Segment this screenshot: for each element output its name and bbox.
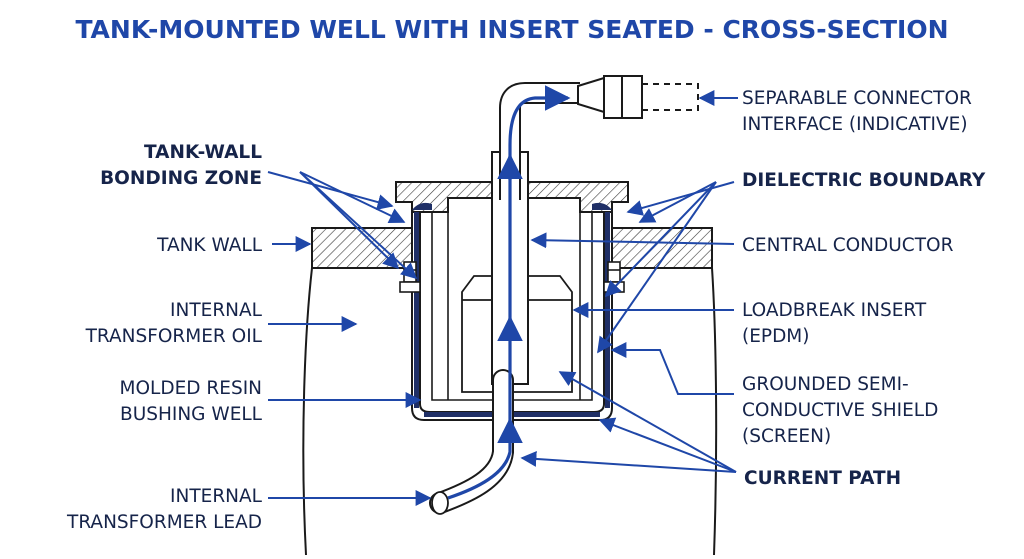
loadbreak-insert-label-line2: (EPDM) — [742, 326, 810, 347]
internal-oil-label-line1: INTERNAL — [170, 300, 263, 321]
separable-connector-label-line1: SEPARABLE CONNECTOR — [742, 88, 972, 109]
label-loadbreak-insert: LOADBREAK INSERT (EPDM) — [742, 300, 927, 347]
tank-wall-bonding-label-line1: TANK-WALL — [144, 142, 262, 163]
label-dielectric-boundary: DIELECTRIC BOUNDARY — [742, 170, 986, 191]
dielectric-boundary-label: DIELECTRIC BOUNDARY — [742, 170, 986, 191]
label-tank-wall-bonding: TANK-WALL BONDING ZONE — [100, 142, 262, 189]
grounded-shield-label-line3: (SCREEN) — [742, 426, 831, 447]
label-current-path: CURRENT PATH — [744, 468, 901, 489]
current-path-label: CURRENT PATH — [744, 468, 901, 489]
connector-body — [577, 75, 699, 119]
label-internal-lead: INTERNAL TRANSFORMER LEAD — [66, 486, 263, 533]
label-separable-connector: SEPARABLE CONNECTOR INTERFACE (INDICATIV… — [742, 88, 972, 135]
shield-leader — [610, 342, 734, 395]
internal-lead-label-line2: TRANSFORMER LEAD — [66, 512, 262, 533]
upper-conductor-tube — [499, 82, 580, 200]
tank-wall-bonding-label-line2: BONDING ZONE — [100, 168, 262, 189]
label-grounded-shield: GROUNDED SEMI- CONDUCTIVE SHIELD (SCREEN… — [742, 374, 938, 447]
central-conductor-label: CENTRAL CONDUCTOR — [742, 235, 954, 256]
internal-lead-label-line1: INTERNAL — [170, 486, 263, 507]
grounded-shield-label-line2: CONDUCTIVE SHIELD — [742, 400, 938, 421]
tank-body — [302, 267, 718, 556]
leader-arrows — [267, 90, 738, 506]
separable-connector-label-line2: INTERFACE (INDICATIVE) — [742, 114, 968, 135]
diagram-title: TANK-MOUNTED WELL WITH INSERT SEATED - C… — [75, 15, 948, 44]
tank-wall-label: TANK WALL — [156, 235, 263, 256]
molded-resin-label-line1: MOLDED RESIN — [120, 378, 262, 399]
label-tank-wall: TANK WALL — [156, 235, 263, 256]
inner-well-liner — [447, 198, 581, 400]
current-path-flow — [447, 85, 571, 500]
loadbreak-insert-label-line1: LOADBREAK INSERT — [742, 300, 927, 321]
label-molded-resin: MOLDED RESIN BUSHING WELL — [120, 378, 263, 425]
label-internal-oil: INTERNAL TRANSFORMER OIL — [85, 300, 263, 347]
molded-resin-label-line2: BUSHING WELL — [120, 404, 263, 425]
label-central-conductor: CENTRAL CONDUCTOR — [742, 235, 954, 256]
grounded-shield-label-line1: GROUNDED SEMI- — [742, 374, 909, 395]
internal-oil-label-line2: TRANSFORMER OIL — [85, 326, 263, 347]
